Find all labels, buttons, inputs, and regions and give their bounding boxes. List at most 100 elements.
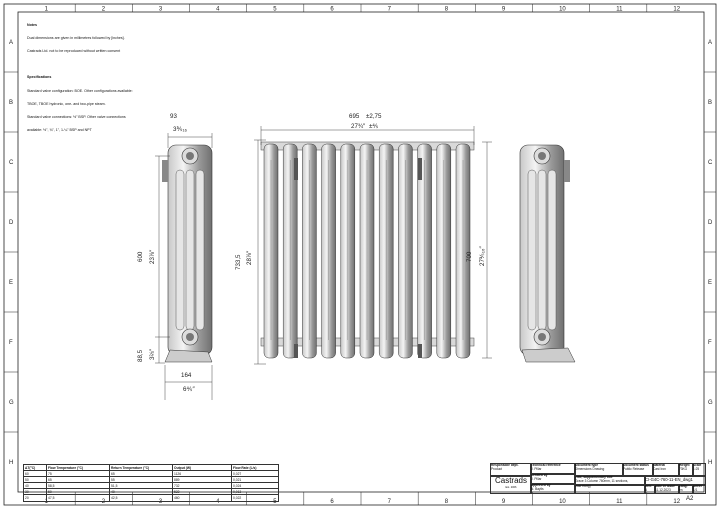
doc-status-value: Public Release <box>623 466 645 471</box>
column-label: 10 <box>559 499 566 505</box>
height-total-mm: 733,5 <box>235 254 242 270</box>
table-cell: 0,022 <box>231 494 279 502</box>
responsible-dept-value: Product <box>491 466 502 471</box>
spec-line-4: available: ½", ¾", 1", 1-¼" BSP and NPT <box>27 128 92 133</box>
technical-ref-label: Technical reference <box>531 463 561 467</box>
approved-by-cell: Approved by N. Baylis <box>530 483 576 494</box>
column-label: 3 <box>159 7 163 13</box>
doc-number-cell: CI-G4C-760-11-EN_dwg1 <box>644 475 706 486</box>
row-label: G <box>9 400 14 406</box>
title-cell: Title, supplementary title Grace 3 Colum… <box>574 475 646 486</box>
date-cell: Date of issue 11.12.2023 <box>654 484 680 494</box>
column-label: 8 <box>445 7 449 13</box>
column-label: 1 <box>45 7 49 13</box>
spec-line-1: Standard valve configuration: BOE. Other… <box>27 88 133 93</box>
sheet-label: Sheet <box>693 484 702 488</box>
column-label: 11 <box>616 499 623 505</box>
column-label: 2 <box>102 499 106 505</box>
row-label: F <box>9 340 13 346</box>
row-label: B <box>708 100 712 106</box>
height-mm: 700 <box>466 251 473 262</box>
table-cell: 42,5 <box>109 494 173 502</box>
centres-mm: 600 <box>137 251 144 262</box>
row-label: A <box>9 40 13 46</box>
column-label: 12 <box>673 7 680 13</box>
row-label: D <box>9 220 14 226</box>
column-label: 6 <box>330 499 334 505</box>
approved-by-value: N. Baylis <box>531 486 544 491</box>
doc-type-label: Document type <box>575 463 599 467</box>
weight-cell: Weight 73KG <box>678 463 694 477</box>
column-label: 2 <box>102 7 106 13</box>
base-in: 6⅘″ <box>183 386 195 393</box>
depth-in: 3⅗₁₆ <box>173 126 188 133</box>
created-by-label: Created by <box>531 473 548 477</box>
table-cell: 47,5 <box>46 494 110 502</box>
height-total-in: 28⅞″ <box>246 250 253 265</box>
responsible-dept-cell: Responsible dept. Product <box>490 463 532 477</box>
row-label: A <box>708 40 712 46</box>
row-label: H <box>9 460 13 466</box>
depth-mm: 93 <box>170 113 177 120</box>
material-cell: Material Cast Iron <box>652 463 680 477</box>
lang-value: en <box>679 487 683 492</box>
dimension-texts: 93 3⅗₁₆ 695 ±2,75 27¾″ ±⅘ 733,5 28⅞″ 700… <box>137 113 486 393</box>
notes-heading: Notes <box>27 22 37 27</box>
column-label: 4 <box>216 499 220 505</box>
table-cell: 20 <box>23 494 47 502</box>
doc-status-label: Document status <box>623 463 649 467</box>
responsible-dept-label: Responsible dept. <box>491 463 519 467</box>
column-label: 9 <box>502 7 506 13</box>
heat-output-table: ΔT(°C) Flow Temperature (°C) Return Temp… <box>23 463 279 502</box>
column-label: 6 <box>330 7 334 13</box>
row-label: F <box>708 340 712 346</box>
castrads-logo: Castrads <box>494 476 527 485</box>
width-in: 27¾″ <box>351 123 366 130</box>
scale-cell: Scale 1:25 <box>692 463 706 477</box>
material-label: Material <box>653 463 666 467</box>
column-label: 7 <box>388 7 392 13</box>
approved-by-label: Approved by <box>531 483 551 487</box>
doc-number: CI-G4C-760-11-EN_dwg1 <box>645 477 693 482</box>
lang-cell: Lang. en <box>678 484 694 494</box>
width-tol-in: ±⅘ <box>369 123 378 130</box>
logo-cell: Castrads Est. 2006 <box>490 475 532 494</box>
technical-ref-cell: Technical reference J. Pillar <box>530 463 576 475</box>
row-label: G <box>708 400 713 406</box>
rev-cell: Rev. A <box>644 484 656 494</box>
lang-label: Lang. <box>679 484 688 488</box>
weight-label: Weight <box>679 463 690 467</box>
doc-status-cell: Document status Public Release <box>622 463 654 477</box>
column-label: 7 <box>388 499 392 505</box>
row-label: E <box>9 280 13 286</box>
side-view-left <box>162 144 213 363</box>
side-view-right <box>519 144 576 363</box>
column-label: 8 <box>445 499 449 505</box>
subtitle-cell: Wall Hung) <box>574 484 646 494</box>
table-cell: 460 <box>172 494 232 502</box>
height-in: 27⅗₁₆″ <box>479 246 486 266</box>
spec-heading: Specifications <box>27 75 52 80</box>
width-tol: ±2,75 <box>366 113 382 120</box>
column-label: 1 <box>45 499 49 505</box>
spec-line-2: TBOE, TBOE hydronic, one- and two-pipe s… <box>27 101 106 106</box>
dimension-lines <box>155 126 492 400</box>
drawing-title: Grace 3 Column 760mm, 11 sections, <box>575 478 629 483</box>
notes-line-2: Castrads Ltd. not to be reproduced witho… <box>27 49 121 54</box>
row-label: C <box>708 160 713 166</box>
width-mm: 695 <box>349 113 360 120</box>
paper-size: A2 <box>686 496 694 502</box>
scale-value: 1:25 <box>693 466 700 471</box>
notes-line-1: Dual dimensions are given in millimetres… <box>27 36 125 41</box>
column-label: 12 <box>673 499 680 505</box>
doc-type-cell: Document type Dimensions Drawing <box>574 463 624 477</box>
date-value: 11.12.2023 <box>655 487 671 492</box>
row-label: B <box>9 100 13 106</box>
column-label: 10 <box>559 7 566 13</box>
valve-in: 3⅔″ <box>149 348 156 360</box>
sheet-value: 1/1 <box>693 487 698 492</box>
